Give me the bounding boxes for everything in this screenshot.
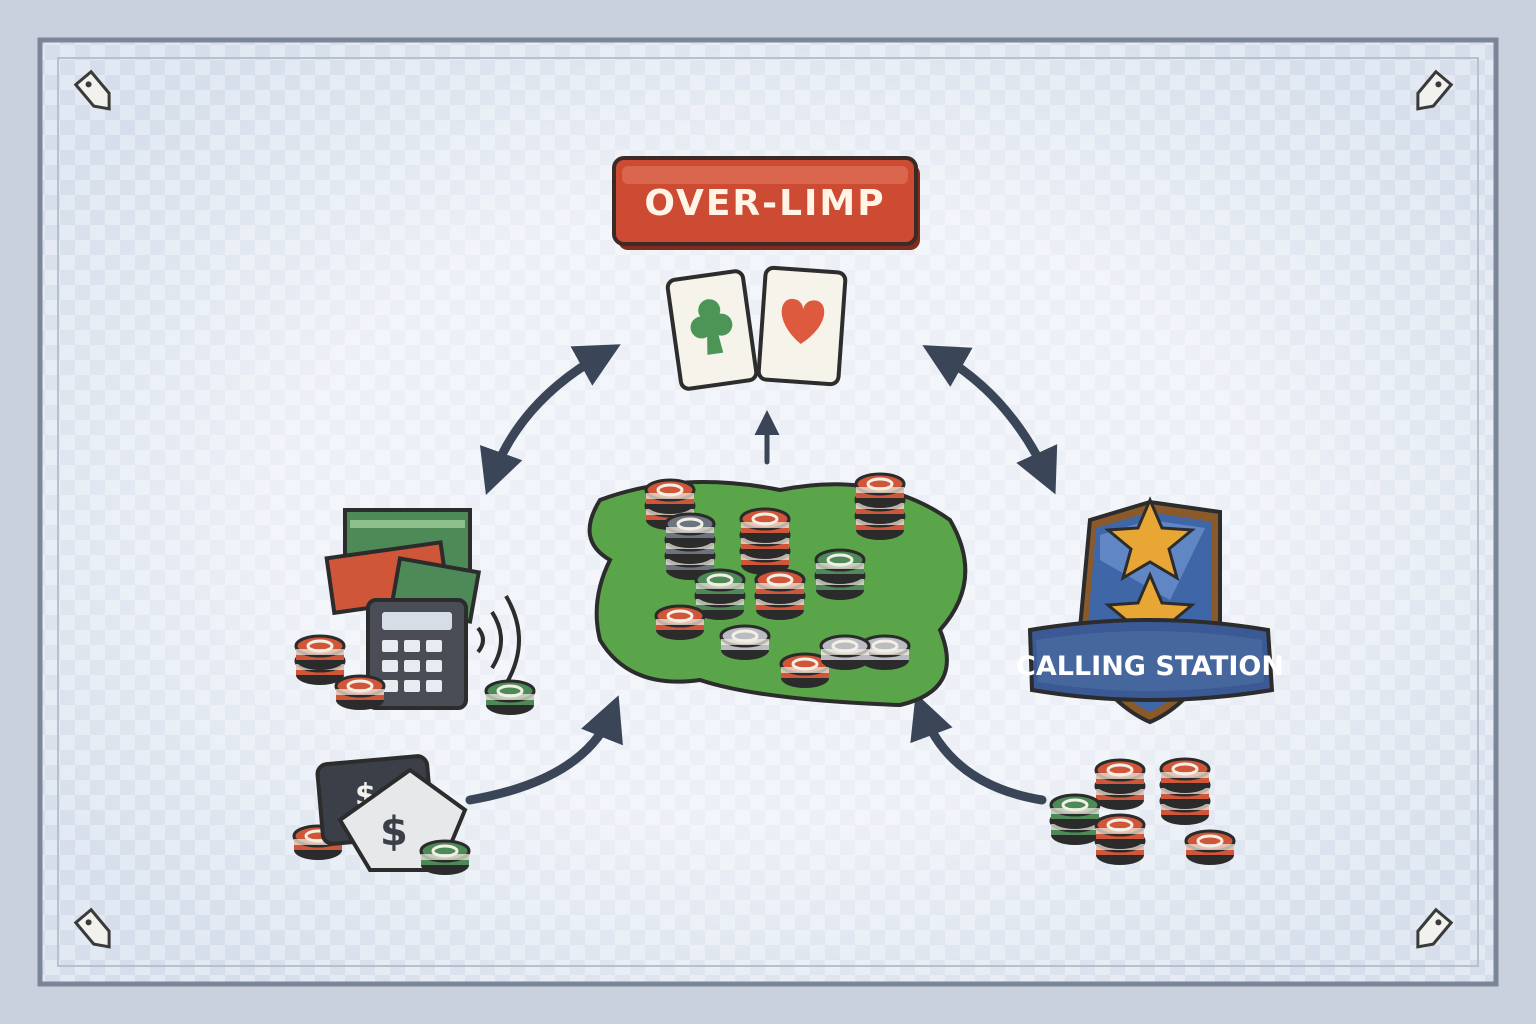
arrow-discount-to-pot bbox=[465, 695, 623, 805]
over-limp-banner: OVER-LIMP bbox=[612, 156, 920, 250]
corner-tag-icon bbox=[73, 907, 111, 949]
corner-tag-icon bbox=[1416, 69, 1454, 111]
svg-text:$: $ bbox=[380, 809, 408, 855]
chip-pot-icon bbox=[587, 472, 968, 708]
playing-cards-icon bbox=[665, 265, 848, 391]
price-tag-dollar-icon: $ $ bbox=[292, 754, 471, 877]
cash-calculator-icon bbox=[294, 508, 536, 717]
cycle-arrows bbox=[465, 344, 1058, 805]
shield-star-badge-icon: CALLING STATION bbox=[1016, 496, 1284, 725]
arrow-chips-to-pot bbox=[910, 693, 1047, 805]
board-frame bbox=[37, 37, 1499, 987]
arrow-overlimp-to-badge bbox=[922, 345, 1058, 495]
arrow-bankroll-to-overlimp bbox=[479, 344, 621, 495]
calling-station-label: CALLING STATION bbox=[1016, 651, 1284, 682]
corner-tag-icon bbox=[1416, 907, 1454, 949]
over-limp-title: OVER-LIMP bbox=[644, 183, 885, 224]
corner-tag-icon bbox=[73, 69, 111, 111]
